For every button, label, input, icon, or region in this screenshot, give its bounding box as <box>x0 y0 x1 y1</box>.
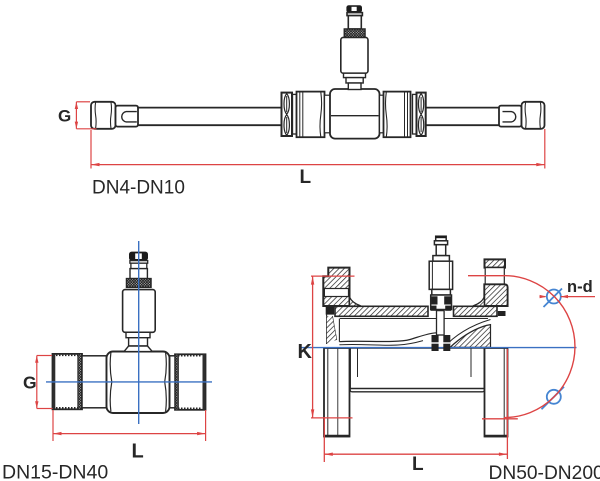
svg-text:L: L <box>300 167 312 188</box>
svg-text:DN4-DN10: DN4-DN10 <box>92 178 185 199</box>
svg-text:G: G <box>58 106 71 125</box>
svg-text:G: G <box>23 372 37 392</box>
svg-text:L: L <box>412 454 424 475</box>
svg-text:K: K <box>298 341 313 363</box>
svg-text:DN15-DN40: DN15-DN40 <box>2 461 108 481</box>
svg-text:L: L <box>132 441 144 463</box>
svg-text:DN50-DN200: DN50-DN200 <box>489 463 600 481</box>
svg-text:n-d: n-d <box>567 278 593 296</box>
